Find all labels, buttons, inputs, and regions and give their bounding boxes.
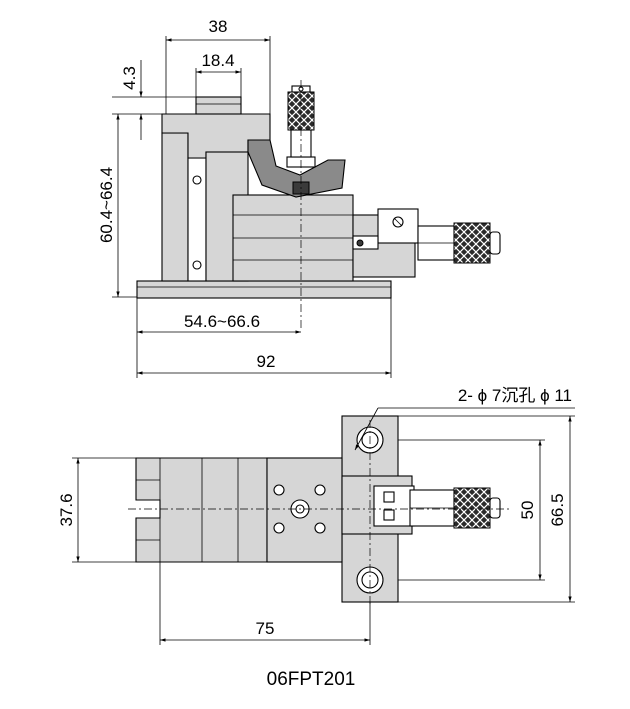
- top-micrometer-knob: [453, 487, 491, 529]
- top-dimensions: [72, 407, 575, 645]
- front-base-plate: [136, 280, 392, 299]
- dim-center-range: 54.6~66.6: [184, 312, 260, 331]
- front-left-bracket: [161, 132, 189, 282]
- dim-overall-width: 92: [257, 352, 276, 371]
- model-name: 06FPT201: [267, 669, 356, 690]
- dim-base-length: 66.5: [548, 493, 567, 526]
- front-top-block: [195, 96, 242, 115]
- dim-hole-note: 2- ϕ 7沉孔 ϕ 11: [458, 386, 572, 405]
- top-stage-body: [135, 457, 268, 563]
- dim-width-top: 38: [209, 17, 228, 36]
- horizontal-micrometer-knob: [453, 222, 491, 264]
- dim-top-width: 37.6: [57, 493, 76, 526]
- dim-height-range: 60.4~66.4: [97, 167, 116, 243]
- front-view: [136, 80, 501, 330]
- dim-height-small: 4.3: [120, 66, 139, 90]
- dim-width-inner: 18.4: [201, 51, 234, 70]
- front-dimensions: [112, 36, 392, 378]
- front-angled-bracket: [247, 139, 346, 198]
- dim-top-length: 75: [256, 619, 275, 638]
- top-view: [128, 415, 510, 605]
- dim-hole-pitch: 50: [518, 501, 537, 520]
